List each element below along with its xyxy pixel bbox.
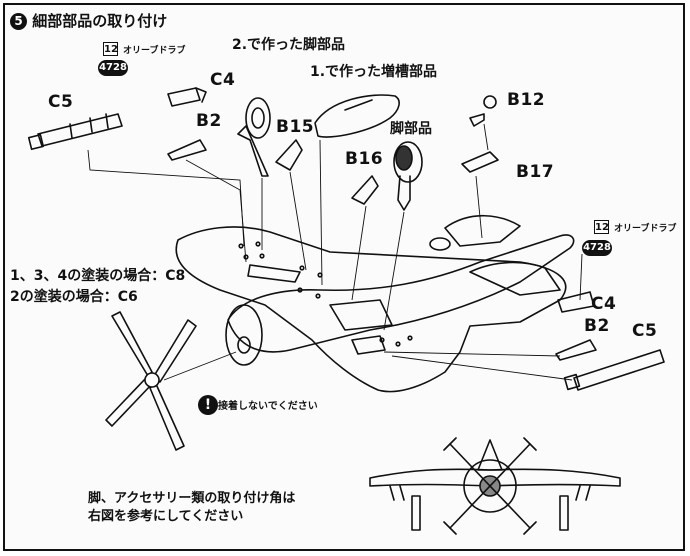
label-b16: B16 xyxy=(345,149,384,169)
color-name-right: オリーブドラブ xyxy=(614,224,677,234)
horizontal-stabilizer xyxy=(469,261,561,296)
label-b2-right: B2 xyxy=(584,316,610,336)
aircraft-fuselage xyxy=(227,234,575,353)
propeller-note-1: 1、3、4の塗装の場合：C8 xyxy=(10,268,186,284)
color-code-badge-left: 4728 xyxy=(98,60,128,76)
color-number-badge-right: 12 xyxy=(594,220,609,234)
step-title: 細部部品の取り付け xyxy=(32,12,168,30)
label-c5-right: C5 xyxy=(632,321,658,341)
label-c5-left: C5 xyxy=(48,92,74,112)
front-view-aircraft xyxy=(369,437,621,535)
label-tank-made-in-1: 1.で作った増槽部品 xyxy=(310,64,438,80)
color-number-badge-left: 12 xyxy=(103,42,118,56)
warning-icon: ! xyxy=(198,395,218,415)
propeller xyxy=(105,311,197,451)
label-c4-left: C4 xyxy=(210,70,236,90)
engine-cowl xyxy=(225,304,263,366)
label-b17: B17 xyxy=(516,162,555,182)
label-b15: B15 xyxy=(276,117,315,137)
label-gear-part: 脚部品 xyxy=(390,121,432,137)
label-c4-right: C4 xyxy=(591,294,617,314)
color-code-badge-right: 4728 xyxy=(582,240,612,256)
warning-text: 接着しないでください xyxy=(218,401,318,412)
propeller-note-2: 2の塗装の場合：C6 xyxy=(10,289,138,305)
color-name-left: オリーブドラブ xyxy=(123,46,186,56)
label-gear-made-in-2: 2.で作った脚部品 xyxy=(232,37,346,53)
vertical-fin xyxy=(444,214,521,247)
step-number-badge: 5 xyxy=(10,13,27,30)
instruction-frame xyxy=(3,3,685,551)
bottom-note-line-1: 脚、アクセサリー類の取り付け角は xyxy=(88,491,296,506)
aircraft-wing xyxy=(175,226,567,393)
step-header: 5 細部部品の取り付け xyxy=(10,13,167,30)
label-b2-left: B2 xyxy=(196,111,222,131)
label-b12: B12 xyxy=(507,90,546,110)
bottom-note-line-2: 右図を参考にしてください xyxy=(88,509,244,524)
